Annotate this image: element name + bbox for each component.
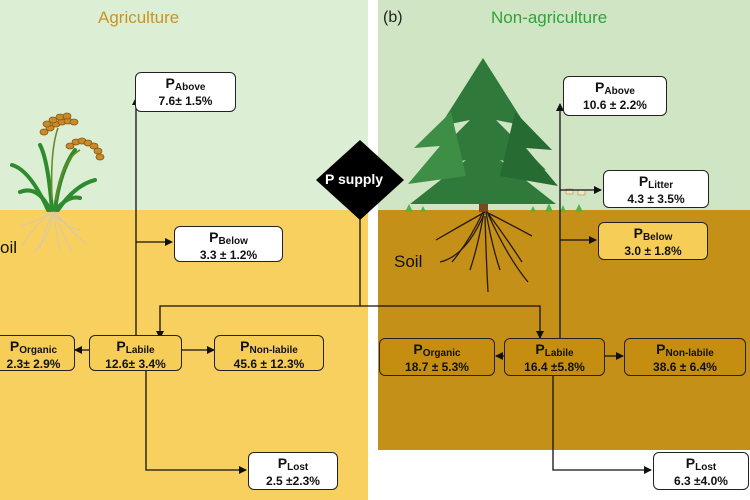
- panel-a-arrows: [74, 97, 247, 474]
- box-a-p-nonlabile: PNon-labile 45.6 ± 12.3%: [214, 335, 324, 371]
- box-b-p-litter: PLitter 4.3 ± 3.5%: [603, 170, 709, 208]
- box-b-p-lost: PLost 6.3 ±4.0%: [653, 452, 749, 490]
- panel-b-arrows: [495, 103, 652, 474]
- panel-b-soil-label: Soil: [394, 252, 423, 271]
- panel-b-title: Non-agriculture: [491, 8, 608, 27]
- p-supply-arrows: [156, 204, 544, 339]
- panel-a-soil-label: oil: [0, 238, 18, 257]
- box-b-p-organic: POrganic 18.7 ± 5.3%: [379, 338, 495, 376]
- p-supply-label: P supply: [325, 171, 384, 187]
- box-b-p-below: PBelow 3.0 ± 1.8%: [598, 222, 708, 260]
- box-b-p-nonlabile: PNon-labile 38.6 ± 6.4%: [624, 338, 746, 376]
- box-b-p-labile: PLabile 16.4 ±5.8%: [504, 338, 605, 376]
- p-supply-diamond: [316, 140, 404, 220]
- box-a-p-below: PBelow 3.3 ± 1.2%: [174, 226, 283, 262]
- box-a-p-labile: PLabile 12.6± 3.4%: [89, 335, 182, 371]
- box-a-p-organic: POrganic 2.3± 2.9%: [0, 335, 75, 371]
- panel-b-label: (b): [383, 9, 403, 26]
- box-b-p-above: PAbove 10.6 ± 2.2%: [563, 76, 667, 116]
- rice-plant-illustration: [10, 112, 105, 253]
- tree-illustration: [405, 58, 586, 293]
- panel-a-title: Agriculture: [98, 8, 180, 27]
- box-a-p-above: PAbove 7.6± 1.5%: [135, 72, 236, 112]
- box-a-p-lost: PLost 2.5 ±2.3%: [248, 452, 338, 490]
